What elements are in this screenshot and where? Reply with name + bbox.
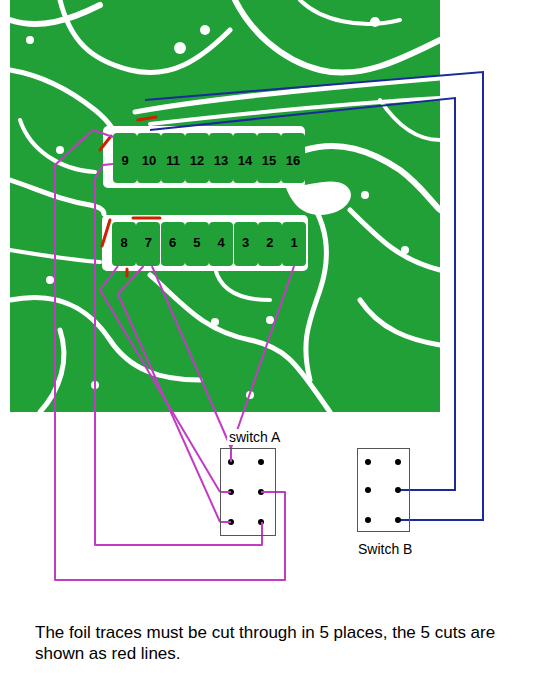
edge-connector-pad: 4 xyxy=(209,222,233,266)
pin-number: 16 xyxy=(281,154,305,168)
pin-number: 6 xyxy=(161,236,185,250)
switch-label: switch A xyxy=(227,429,282,445)
wire xyxy=(231,266,294,448)
edge-connector-pad: 13 xyxy=(209,133,233,183)
pin-number: 10 xyxy=(137,154,161,168)
edge-connector-pad: 11 xyxy=(161,133,185,183)
pin-number: 8 xyxy=(112,236,136,250)
pin-number: 7 xyxy=(136,236,160,250)
wire xyxy=(152,266,231,448)
pad-row-gap xyxy=(103,126,305,188)
pin-number: 15 xyxy=(257,154,281,168)
foil-gaps xyxy=(10,0,440,412)
edge-connector-pad: 8 xyxy=(112,222,136,266)
wire-stubs xyxy=(220,448,276,535)
pad-row-gap xyxy=(102,215,308,271)
wire xyxy=(55,130,285,580)
edge-connector-pad: 14 xyxy=(233,133,257,183)
switch-a-terminals xyxy=(228,459,264,525)
edge-connector-pad: 3 xyxy=(234,222,258,266)
switch-b-terminals xyxy=(365,459,401,523)
pin-number: 12 xyxy=(185,154,209,168)
edge-connector-pad: 5 xyxy=(185,222,209,266)
pin-number: 3 xyxy=(234,236,258,250)
edge-connector-pad: 12 xyxy=(185,133,209,183)
switch-label: Switch B xyxy=(356,541,414,557)
edge-connector-pad: 2 xyxy=(258,222,282,266)
foil-cuts xyxy=(100,117,160,276)
edge-connector-pad: 6 xyxy=(161,222,185,266)
switch-box: Switch B xyxy=(357,448,410,532)
switch-box: switch A xyxy=(220,448,276,536)
edge-connector-pad: 9 xyxy=(113,133,137,183)
edge-connector-pad: 16 xyxy=(281,133,305,183)
pin-number: 14 xyxy=(233,154,257,168)
edge-connector-pad: 1 xyxy=(282,222,306,266)
pin-number: 4 xyxy=(209,236,233,250)
pin-number: 1 xyxy=(282,236,306,250)
pcb-board xyxy=(10,0,440,412)
edge-connector-pad: 15 xyxy=(257,133,281,183)
pin-number: 2 xyxy=(258,236,282,250)
pin-number: 13 xyxy=(209,154,233,168)
edge-connector-pad: 7 xyxy=(136,222,160,266)
pin-number: 5 xyxy=(185,236,209,250)
caption: The foil traces must be cut through in 5… xyxy=(35,622,515,664)
edge-connector-pad: 10 xyxy=(137,133,161,183)
pin-number: 11 xyxy=(161,154,185,168)
mounting-holes xyxy=(26,17,409,399)
pin-number: 9 xyxy=(113,154,137,168)
wire xyxy=(95,164,262,545)
